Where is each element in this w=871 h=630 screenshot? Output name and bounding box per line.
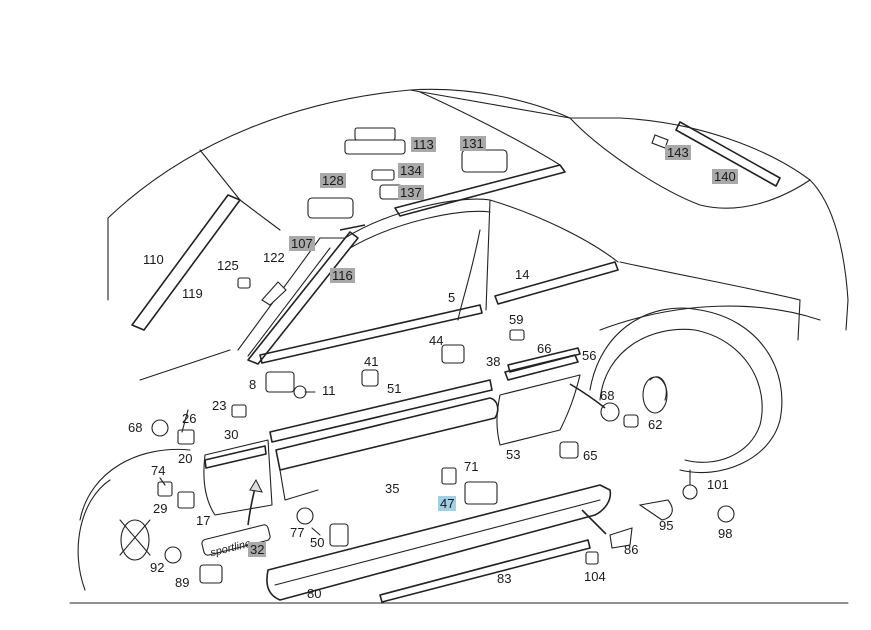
part-label: 98 (718, 526, 733, 541)
part-label: 38 (486, 354, 501, 369)
part-label: 66 (537, 341, 552, 356)
part-label: 131 (460, 136, 486, 151)
part-label: 119 (182, 286, 203, 301)
part-label: 80 (307, 586, 322, 601)
part-label: 29 (153, 501, 168, 516)
part-label: 95 (659, 518, 674, 533)
part-label: 17 (196, 513, 211, 528)
part-label: 140 (712, 169, 738, 184)
part-label: 30 (224, 427, 239, 442)
part-label: 125 (217, 258, 239, 273)
part-label: 44 (429, 333, 444, 348)
part-label: 89 (175, 575, 190, 590)
part-label: 8 (249, 377, 257, 392)
part-label: 23 (212, 398, 227, 413)
part-label-selected[interactable]: 47 (438, 496, 457, 511)
part-label: 110 (143, 252, 164, 267)
part-label: 143 (665, 145, 691, 160)
part-label: 41 (364, 354, 379, 369)
part-label: 20 (178, 451, 193, 466)
part-label: 14 (515, 267, 530, 282)
part-label: 11 (322, 383, 336, 398)
part-label: 65 (583, 448, 598, 463)
part-label: 51 (387, 381, 402, 396)
part-label: 83 (497, 571, 512, 586)
part-label: 104 (584, 569, 606, 584)
part-label: 77 (290, 525, 305, 540)
part-label: 62 (648, 417, 663, 432)
part-label: 5 (448, 290, 456, 305)
part-label: 137 (398, 185, 424, 200)
part-label: 68 (128, 420, 143, 435)
part-label: 50 (310, 535, 325, 550)
part-label: 107 (289, 236, 315, 251)
part-label: 35 (385, 481, 400, 496)
part-label: 71 (464, 459, 479, 474)
part-label: 32 (248, 542, 267, 557)
part-label: 101 (707, 477, 729, 492)
part-label: 113 (411, 137, 436, 152)
part-label: 68 (600, 388, 615, 403)
part-label: 74 (151, 463, 166, 478)
part-label: 86 (624, 542, 639, 557)
part-label: 116 (330, 268, 355, 283)
part-label: 128 (320, 173, 346, 188)
part-label: 26 (182, 411, 197, 426)
part-label: 122 (263, 250, 285, 265)
part-label: 59 (509, 312, 524, 327)
part-label: 56 (582, 348, 597, 363)
part-label: 53 (506, 447, 521, 462)
part-label: 92 (150, 560, 165, 575)
part-label: 134 (398, 163, 424, 178)
